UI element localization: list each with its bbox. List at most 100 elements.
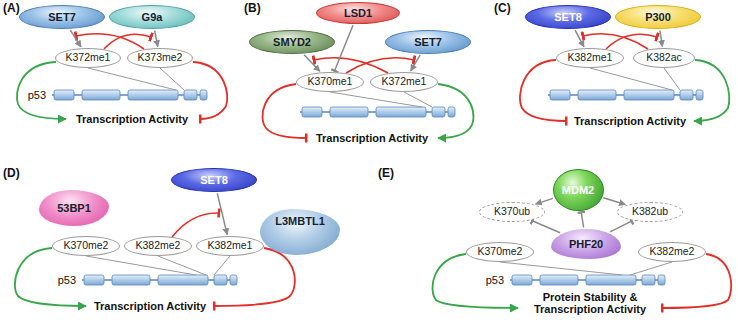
enzyme-ellipse: P300: [615, 5, 701, 29]
enzyme-ellipse: LSD1: [316, 2, 400, 24]
activation-connector: [155, 31, 158, 47]
site-leader: [160, 68, 184, 90]
enzyme-ellipse: SMYD2: [249, 30, 335, 54]
node-text: G9a: [142, 11, 163, 23]
site-leader: [88, 68, 176, 90]
site-ellipse: K370me1: [296, 72, 364, 92]
enzyme-ellipse: SET8: [171, 168, 257, 192]
node-text: K382me2: [650, 246, 695, 258]
activation-connector: [575, 30, 584, 47]
inhibition-curve: [172, 213, 219, 237]
repression-curve: [193, 62, 227, 119]
node-text: K372me1: [382, 76, 427, 88]
p53-protein-bar: [82, 275, 237, 285]
site-leader: [158, 256, 206, 275]
node-text: SET8: [200, 174, 228, 186]
site-leader: [404, 92, 432, 107]
inhibition-connector: [532, 221, 560, 233]
activation-connector: [603, 198, 625, 205]
ubiquitin-site: K370ub: [479, 202, 545, 222]
node-text: K382ub: [632, 206, 668, 218]
site-leader: [630, 262, 672, 275]
node-text: LSD1: [344, 7, 372, 19]
activation-connector: [411, 55, 420, 71]
node-text: SET8: [554, 11, 582, 23]
site-ellipse: K382ac: [633, 48, 695, 68]
node-text: PHF20: [569, 238, 603, 250]
p53-protein-bar: [510, 275, 665, 285]
ubiquitin-site: K382ub: [617, 202, 683, 222]
enzyme-ellipse: G9a: [109, 5, 195, 29]
p53-protein-bar: [300, 107, 455, 117]
site-ellipse: K382me1: [196, 236, 264, 256]
site-ellipse: K370me2: [52, 236, 120, 256]
activation-curve: [438, 84, 473, 138]
site-ellipse: K372me1: [370, 72, 438, 92]
inhibition-curve: [314, 58, 388, 73]
site-leader: [590, 68, 672, 90]
inhibition-curve: [606, 34, 657, 49]
inhibition-curve: [76, 34, 144, 49]
node-text: K370ub: [494, 206, 530, 218]
inhibition-connector: [581, 212, 583, 227]
p53-protein-bar: [52, 90, 207, 100]
site-ellipse: K382me2: [124, 236, 192, 256]
node-text: K382me2: [136, 240, 181, 252]
node-text: K372me1: [66, 52, 111, 64]
node-text: K373me2: [138, 52, 183, 64]
activation-curve: [694, 60, 729, 121]
inhibition-connector: [335, 25, 353, 70]
outcome-label: Transcription Activity: [76, 113, 188, 125]
activation-connector: [536, 198, 553, 204]
site-ellipse: K382me1: [556, 48, 624, 68]
site-ellipse: K372me1: [55, 48, 121, 68]
enzyme-ellipse: SET7: [385, 30, 471, 54]
panel-letter: (E): [378, 167, 394, 180]
outcome-label: Transcription Activity: [94, 300, 206, 312]
node-text: SET7: [48, 11, 76, 23]
node-text: L3MBTL1: [275, 215, 325, 227]
site-leader: [664, 68, 680, 90]
inhibition-curve: [583, 34, 648, 49]
node-text: K382me1: [208, 240, 253, 252]
protein-name: p53: [28, 89, 46, 101]
repression-curve: [520, 60, 566, 121]
repression-curve: [662, 254, 731, 308]
node-text: 53BP1: [57, 202, 91, 214]
node-text: P300: [645, 11, 671, 23]
site-leader: [86, 256, 196, 275]
p53-protein-bar: [548, 90, 703, 100]
ligase-sphere: MDM2: [553, 169, 604, 211]
panel-letter: (D): [3, 167, 20, 180]
reader-blob: 53BP1: [39, 190, 109, 226]
node-text: K382me1: [568, 52, 613, 64]
panel-letter: (A): [3, 2, 20, 15]
panel-letter: (B): [244, 2, 261, 15]
outcome-label: Transcription Activity: [316, 132, 428, 144]
reader-blob: L3MBTL1: [260, 209, 340, 255]
inhibition-connector: [610, 221, 632, 232]
repression-curve: [214, 248, 295, 306]
node-text: K370me1: [308, 76, 353, 88]
site-ellipse: K382me2: [638, 242, 706, 262]
site-leader: [214, 256, 230, 275]
repression-curve: [262, 84, 306, 138]
site-ellipse: K370me2: [466, 242, 534, 262]
inhibition-curve: [104, 34, 151, 49]
site-ellipse: K373me2: [127, 48, 193, 68]
outcome-curves: [15, 60, 731, 308]
site-leader: [500, 262, 622, 275]
enzyme-ellipse: SET7: [19, 5, 105, 29]
protein-name: p53: [58, 274, 76, 286]
activation-curve: [17, 62, 66, 119]
node-text: MDM2: [562, 184, 594, 196]
activation-curve: [15, 248, 86, 306]
node-text: K382ac: [646, 52, 682, 64]
site-leader-lines: [86, 68, 680, 275]
protein-name: p53: [486, 274, 504, 286]
outcome-label: Protein Stability & Transcription Activi…: [523, 291, 657, 315]
node-text: SET7: [414, 36, 442, 48]
node-text: K370me2: [478, 246, 523, 258]
